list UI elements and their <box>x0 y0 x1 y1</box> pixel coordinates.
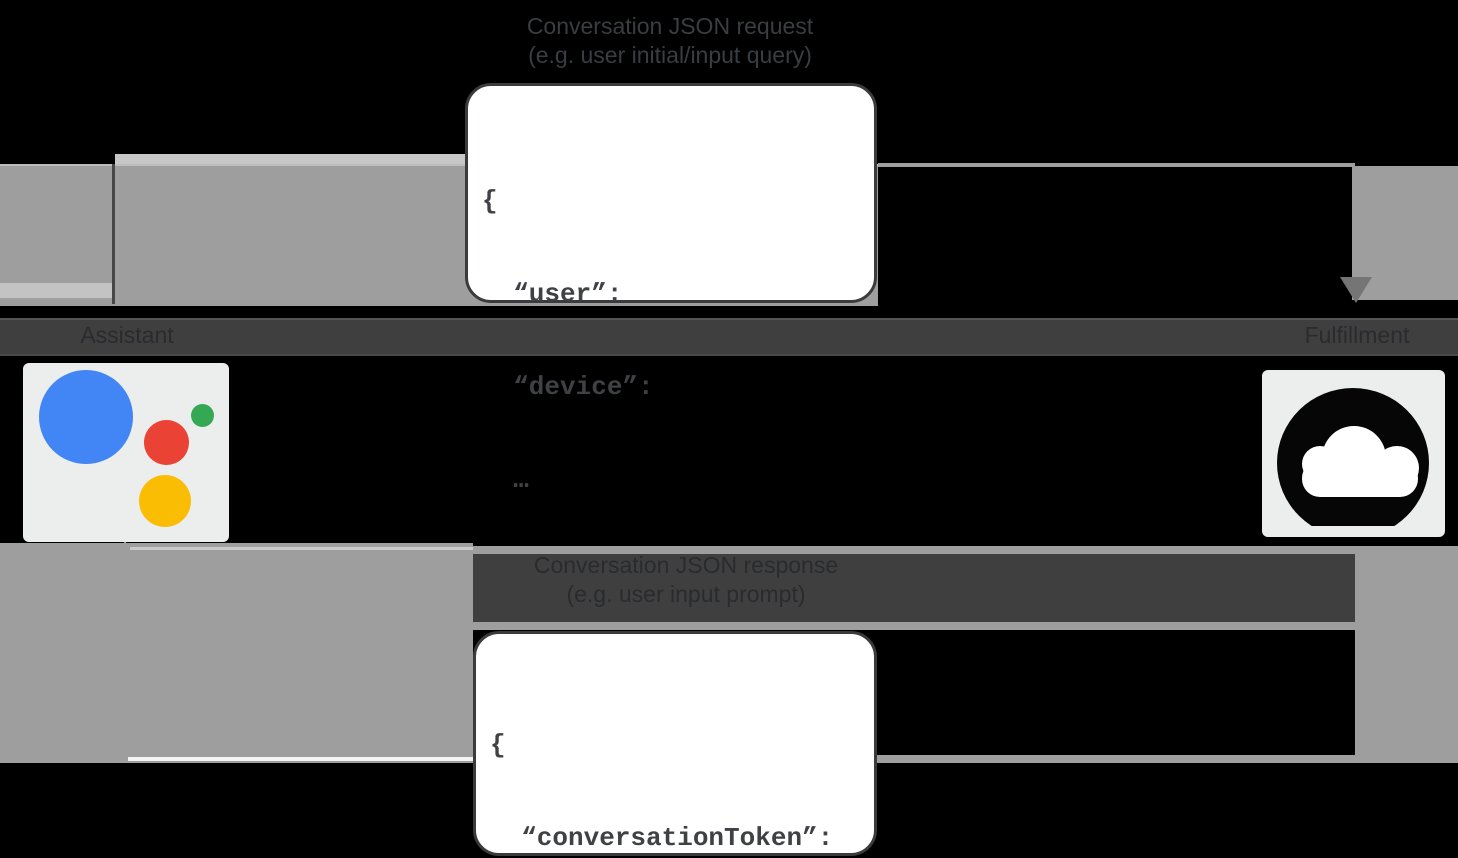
request-flow-label-line1: Conversation JSON request <box>526 13 814 39</box>
assistant-logo-green-circle <box>191 404 214 427</box>
cloud-icon-hump-big <box>1322 426 1386 490</box>
response-flow-label: Conversation JSON response (e.g. user in… <box>386 551 986 609</box>
cloud-icon <box>1277 388 1429 526</box>
fulfillment-label: Fulfillment <box>1304 322 1410 348</box>
response-json-box: { “conversationToken”: “userStorage”: … … <box>473 631 877 856</box>
cloud-icon-hump-right <box>1375 446 1419 490</box>
request-arrow-shaft-divider <box>112 164 115 304</box>
request-flow-label-line2: (e.g. user initial/input query) <box>528 42 812 68</box>
request-arrowhead-down-icon <box>1340 277 1372 303</box>
response-arrow-line <box>877 755 1355 763</box>
response-arrow-shaft <box>0 543 473 763</box>
request-flow-label: Conversation JSON request (e.g. user ini… <box>370 12 970 70</box>
assistant-logo-red-circle <box>144 420 189 465</box>
response-flow-label-line2: (e.g. user input prompt) <box>566 581 806 607</box>
assistant-icon-box <box>23 363 229 542</box>
response-json-line: “conversationToken”: <box>490 823 834 853</box>
assistant-logo-yellow-circle <box>139 475 191 527</box>
assistant-label: Assistant <box>80 322 174 348</box>
actor-label-band <box>0 318 1458 356</box>
response-json-line: { <box>490 730 506 760</box>
fulfillment-icon-box <box>1262 370 1445 537</box>
request-arrow-line <box>878 163 1355 167</box>
request-json-line: … <box>482 465 529 495</box>
request-arrow-highlight-left <box>0 283 112 298</box>
request-arrow-highlight <box>115 154 466 164</box>
response-band-strip-top <box>473 546 1355 554</box>
request-json-box: { “user”: “device”: … } <box>465 83 877 588</box>
response-label-band <box>473 554 1355 622</box>
request-json-line: “user”: <box>482 279 623 309</box>
response-flow-label-line1: Conversation JSON response <box>533 552 839 578</box>
response-arrow-highlight-bottom <box>128 757 473 761</box>
assistant-logo-blue-circle <box>39 370 133 464</box>
response-band-strip-bottom <box>473 622 1355 630</box>
request-json-line: “device”: <box>482 372 654 402</box>
request-json-line: { <box>482 186 498 216</box>
response-arrow-corner-block <box>1355 546 1458 763</box>
response-arrow-highlight-top <box>130 547 473 550</box>
